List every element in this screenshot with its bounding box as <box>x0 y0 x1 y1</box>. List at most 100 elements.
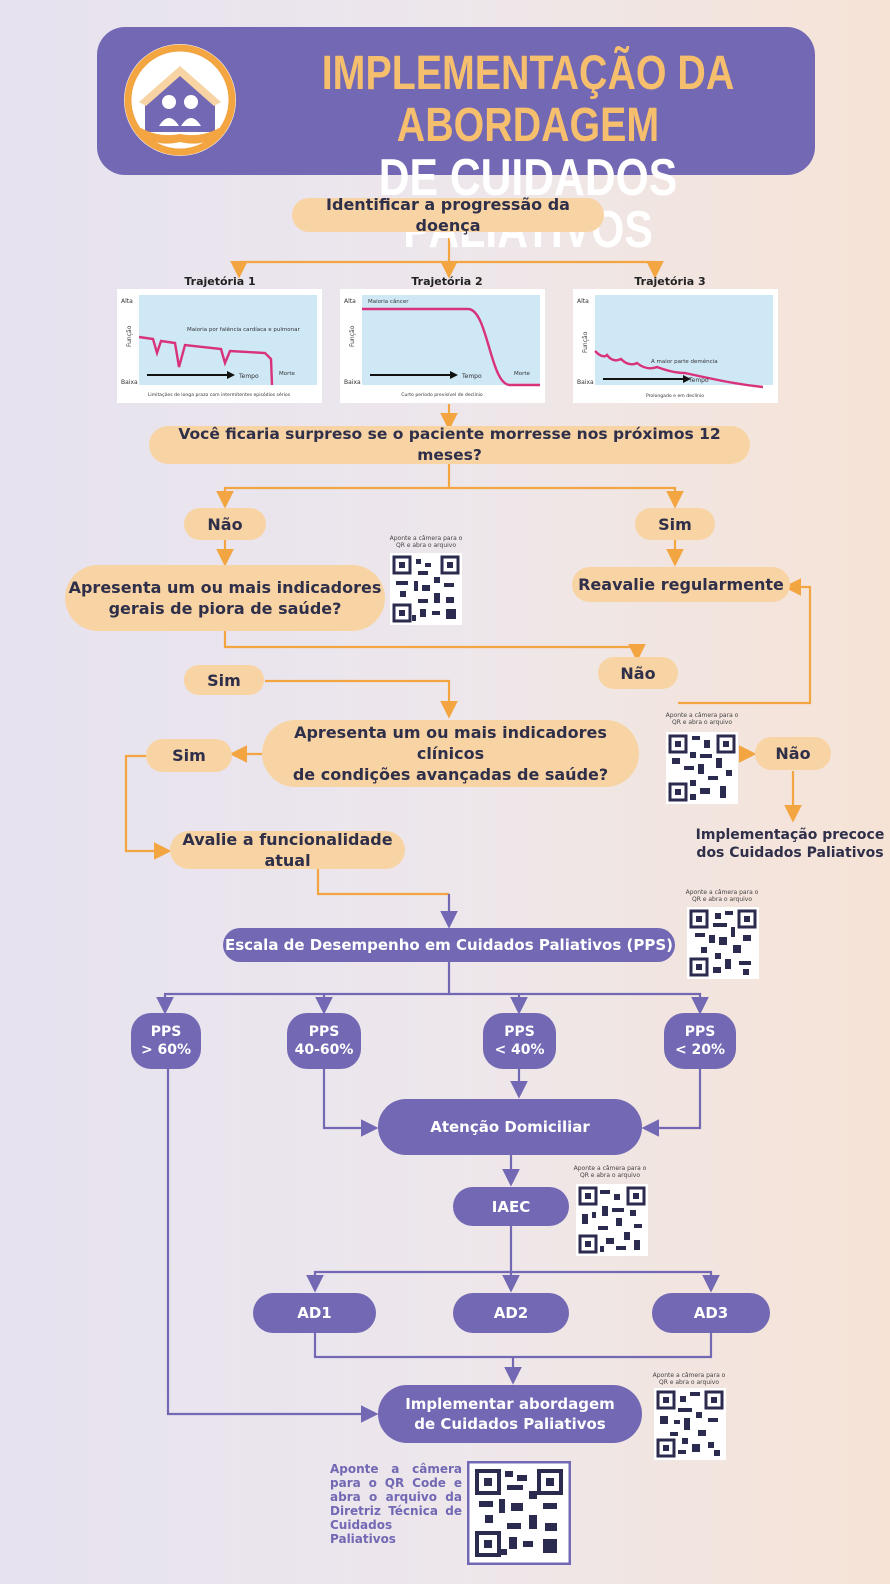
node-label: PPS <box>150 1024 182 1040</box>
connector <box>216 463 451 509</box>
connector <box>313 1333 713 1359</box>
time-label: Tempo <box>461 373 482 380</box>
node-label: Escala de Desempenho em Cuidados Paliati… <box>224 936 674 954</box>
trajectory-2-chart: Alta Baixa Função Tempo Maioria câncer M… <box>340 289 545 403</box>
node-label: PPS <box>308 1024 340 1040</box>
end-label: Morte <box>279 371 296 377</box>
y-axis-label: Função <box>582 331 589 353</box>
node-label: < 20% <box>674 1042 726 1058</box>
connector <box>265 679 458 719</box>
ad1-node: AD1 <box>253 1293 376 1333</box>
node-label: Você ficaria surpreso se o paciente morr… <box>178 425 721 464</box>
general-indicators-node: Apresenta um ou mais indicadores gerais … <box>65 565 385 631</box>
surprise-question-node: Você ficaria surpreso se o paciente morr… <box>149 425 750 464</box>
trajectory-1-title: Trajetória 1 <box>184 275 256 288</box>
connector <box>316 868 449 896</box>
answer-yes-3: Sim <box>146 739 232 772</box>
reassess-node: Reavalie regularmente <box>572 567 790 602</box>
qr-caption: Aponte a câmera para o QR e abra o arqui… <box>389 535 463 549</box>
low-label: Baixa <box>344 379 361 386</box>
connector <box>449 486 684 509</box>
connector <box>156 962 451 1015</box>
trajectory-3-chart: Alta Baixa Função Tempo A maior parte de… <box>573 289 778 403</box>
node-label: Não <box>775 744 811 763</box>
identify-progression-node: Identificar a progressão da doença <box>292 195 604 235</box>
connector <box>511 1270 720 1293</box>
high-label: Alta <box>577 298 589 305</box>
qr-code-guideline[interactable] <box>467 1461 571 1565</box>
qr-code-iaec[interactable] <box>576 1184 648 1256</box>
node-label: Identificar a progressão da doença <box>326 195 570 235</box>
home-care-node: Atenção Domiciliar <box>378 1099 642 1155</box>
answer-no-3: Não <box>755 737 831 770</box>
low-label: Baixa <box>577 379 594 386</box>
pps-scale-node: Escala de Desempenho em Cuidados Paliati… <box>223 928 675 962</box>
connector <box>449 992 709 1015</box>
chart-caption: Prolongado e em declínio <box>646 392 704 399</box>
final-note: Aponte a câmera para o QR Code e abra o … <box>330 1462 462 1546</box>
node-label: Sim <box>658 514 692 534</box>
node-label: Reavalie regularmente <box>578 575 784 594</box>
high-label: Alta <box>344 298 356 305</box>
node-label: < 40% <box>494 1042 545 1058</box>
title-line-1: IMPLEMENTAÇÃO DA ABORDAGEM <box>321 47 735 152</box>
qr-caption: Aponte a câmera para o QR e abra o arqui… <box>652 1372 726 1386</box>
time-label: Tempo <box>238 373 259 380</box>
connector <box>678 578 812 705</box>
pps-under-40-node: PPS< 40% <box>483 1013 556 1069</box>
node-label: Implementar abordagem <box>405 1395 615 1413</box>
y-axis-label: Função <box>349 325 356 347</box>
node-label: Sim <box>207 670 241 690</box>
iaec-node: IAEC <box>453 1187 569 1226</box>
curve-label: A maior parte demência <box>651 358 718 365</box>
text-line: dos Cuidados Paliativos <box>696 845 884 861</box>
pps-under-20-node: PPS < 20% <box>664 1013 736 1069</box>
pps-40-60-node: PPS 40-60% <box>287 1013 361 1069</box>
connector <box>306 1270 511 1293</box>
connector <box>641 1068 702 1137</box>
node-label: Apresenta um ou mais indicadores clínico… <box>294 723 607 763</box>
low-label: Baixa <box>121 379 138 386</box>
node-label: 40-60% <box>294 1042 354 1058</box>
pps-over-60-node: PPS> 60% <box>131 1013 201 1069</box>
answer-yes-2: Sim <box>184 665 264 695</box>
node-label: Não <box>207 514 243 534</box>
connector <box>223 630 646 662</box>
curve-label: Maioria por falência cardíaca e pulmonar <box>187 326 300 333</box>
clinical-indicators-node: Apresenta um ou mais indicadores clínico… <box>262 720 639 787</box>
node-label: PPS <box>684 1024 716 1040</box>
qr-caption: Aponte a câmera para o QR e abra o arqui… <box>665 712 739 726</box>
connector <box>124 754 172 860</box>
qr-code-pps-scale[interactable] <box>687 907 759 979</box>
node-label: gerais de piora de saúde? <box>108 599 342 618</box>
chart-caption: Curto período previsível de declínio <box>401 391 483 398</box>
y-axis-label: Função <box>126 325 133 347</box>
trajectory-3-title: Trajetória 3 <box>634 275 706 288</box>
qr-caption: Aponte a câmera para o QR e abra o arqui… <box>685 889 759 903</box>
node-label: IAEC <box>491 1197 531 1216</box>
ad2-node: AD2 <box>453 1293 569 1333</box>
qr-code-implement[interactable] <box>654 1388 726 1460</box>
node-label: Apresenta um ou mais indicadores <box>68 578 382 597</box>
early-palliative-care-text: Implementação precoce dos Cuidados Palia… <box>690 826 890 862</box>
node-label: de condições avançadas de saúde? <box>292 765 609 784</box>
node-label: Atenção Domiciliar <box>430 1118 590 1136</box>
node-label: de Cuidados Paliativos <box>414 1415 606 1433</box>
qr-code-clinical-indicators[interactable] <box>666 732 738 804</box>
answer-yes-1: Sim <box>635 508 715 540</box>
connector <box>166 1069 379 1423</box>
node-label: AD1 <box>297 1304 332 1322</box>
node-label: Avalie a funcionalidade atual <box>182 830 393 870</box>
node-label: Não <box>620 663 656 683</box>
high-label: Alta <box>121 298 133 305</box>
qr-code-general-indicators[interactable] <box>390 553 462 625</box>
end-label: Morte <box>514 371 531 377</box>
trajectory-2-title: Trajetória 2 <box>411 275 483 288</box>
curve-label: Maioria câncer <box>368 298 409 305</box>
node-label: AD3 <box>693 1304 729 1322</box>
chart-caption: Limitações de longa prazo com intermiten… <box>148 391 291 398</box>
time-label: Tempo <box>688 377 709 384</box>
text-line: Implementação precoce <box>695 827 885 843</box>
answer-no-2: Não <box>598 657 678 689</box>
